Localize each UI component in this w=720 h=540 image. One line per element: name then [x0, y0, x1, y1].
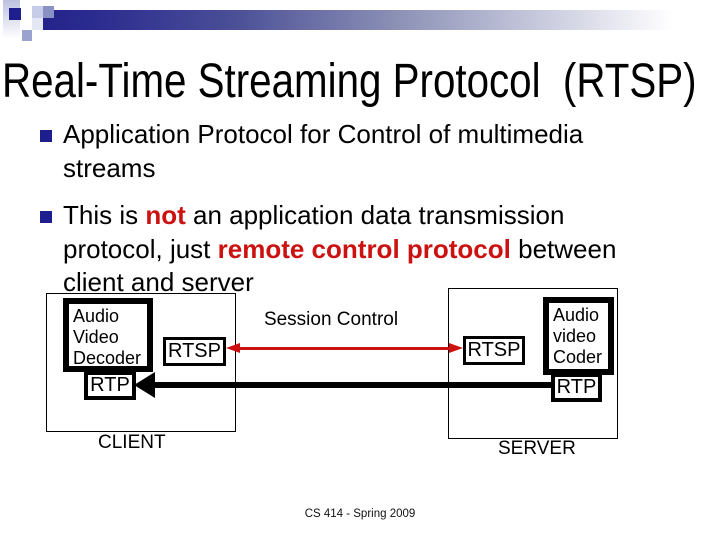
bullet-text-segment: an application data transmission protoco… [63, 200, 565, 264]
arrow-left-head-icon [134, 372, 155, 398]
banner-square-icon [32, 6, 43, 18]
bullet-square-icon [40, 211, 52, 223]
slide-footer: CS 414 - Spring 2009 [304, 508, 416, 520]
session-control-label: Session Control [263, 309, 399, 330]
banner-vertical-bar [3, 0, 20, 44]
bullet-text-segment: between client and server [63, 233, 617, 298]
banner-square-icon [32, 18, 43, 30]
audio-video-coder-box: Audio video Coder [543, 297, 614, 375]
coder-line: video [553, 326, 597, 346]
banner-square-icon [9, 8, 21, 20]
client-container-box [46, 293, 236, 432]
client-rtp-box: RTP [84, 371, 136, 400]
bullet-text: This is not an application data transmis… [63, 199, 658, 300]
rtp-stream-arrow [153, 382, 551, 388]
bullet-item: Application Protocol for Control of mult… [40, 118, 658, 185]
bullet-text-segment: This is [63, 200, 146, 230]
bullet-text-highlight: remote control protocol [217, 233, 511, 264]
decoder-line: Video [73, 327, 119, 347]
client-rtsp-box: RTSP [163, 337, 226, 366]
bullet-text: Application Protocol for Control of mult… [63, 118, 658, 185]
server-rtsp-box: RTSP [463, 336, 525, 365]
server-label: SERVER [498, 438, 576, 459]
arrow-right-head-icon [449, 343, 463, 353]
audio-video-decoder-box: Audio Video Decoder [63, 298, 153, 372]
session-control-arrow [238, 347, 450, 350]
arrow-left-head-icon [226, 343, 240, 353]
slide-title: Real-Time Streaming Protocol (RTSP) [2, 55, 697, 108]
banner-square-icon [43, 6, 54, 18]
server-rtp-box: RTP [551, 373, 602, 402]
client-label: CLIENT [98, 432, 166, 453]
coder-line: Audio [553, 305, 600, 325]
bullet-square-icon [40, 130, 52, 142]
bullet-item: This is not an application data transmis… [40, 199, 658, 300]
server-container-box [448, 288, 618, 439]
bullet-text-highlight: not [145, 200, 186, 230]
banner-square-icon [22, 30, 32, 41]
coder-line: Coder [553, 347, 603, 367]
decoder-line: Decoder [73, 348, 142, 368]
bullet-text-segment: Application Protocol for Control of mult… [63, 119, 584, 183]
banner-gradient-bar [43, 10, 720, 30]
decoder-line: Audio [73, 306, 120, 326]
